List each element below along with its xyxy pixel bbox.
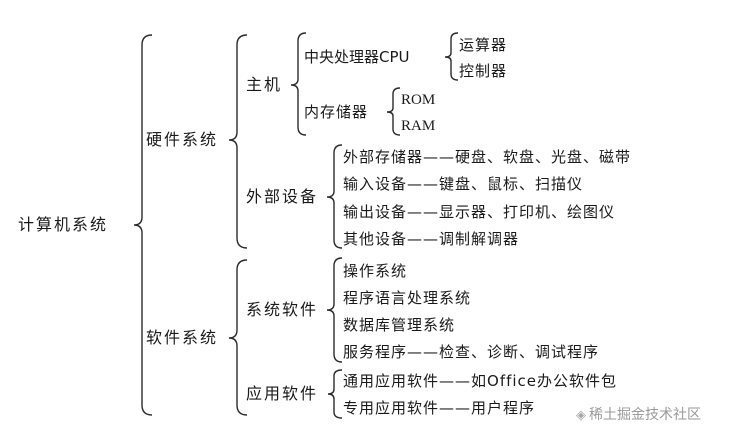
application-software-label: 应用软件 (246, 384, 319, 403)
peripheral-item-dash: —— (407, 230, 440, 248)
cpu-child-control: 控制器 (459, 62, 508, 80)
system-software-item: 程序语言处理系统 (343, 289, 472, 307)
peripheral-item: 其他设备——调制解调器 (343, 230, 519, 248)
root-label: 计算机系统 (18, 215, 109, 234)
system-software-item: 数据库管理系统 (343, 316, 456, 334)
system-software-item-dash: —— (407, 343, 440, 361)
juejin-logo-icon: ◈ (576, 408, 586, 423)
host-label: 主机 (246, 75, 283, 94)
cpu-label: 中央处理器CPU (304, 48, 410, 66)
brace-hardware (228, 34, 248, 249)
brace-root (133, 34, 153, 416)
memory-label: 内存储器 (304, 103, 369, 121)
application-software-item: 专用应用软件——用户程序 (343, 399, 535, 417)
peripheral-item-dash: —— (407, 203, 440, 221)
brace-software (228, 259, 248, 416)
peripheral-item-detail: 显示器、打印机、绘图仪 (439, 203, 616, 221)
application-software-item-dash: —— (439, 372, 472, 390)
brace-memory (386, 87, 401, 136)
brace-application-software (327, 369, 343, 419)
application-software-item-dash: —— (439, 399, 472, 417)
system-software-item: 服务程序——检查、诊断、调试程序 (343, 343, 599, 361)
peripheral-item-detail: 键盘、鼠标、扫描仪 (439, 175, 584, 193)
application-software-item-detail: 如Office办公软件包 (471, 372, 618, 390)
peripherals-label: 外部设备 (246, 187, 319, 206)
brace-system-software (326, 257, 343, 363)
software-label: 软件系统 (146, 328, 219, 347)
peripheral-item-label: 外部存储器 (343, 148, 424, 166)
peripheral-item-label: 输入设备 (343, 175, 408, 193)
memory-child-ram: RAM (401, 118, 436, 134)
brace-host (290, 32, 307, 136)
peripheral-item-dash: —— (407, 175, 440, 193)
system-software-label: 系统软件 (246, 300, 319, 319)
application-software-item-label: 专用应用软件 (343, 399, 440, 417)
watermark: ◈稀土掘金技术社区 (576, 404, 701, 424)
application-software-item-detail: 用户程序 (471, 399, 536, 417)
system-software-item: 操作系统 (343, 262, 408, 280)
application-software-item: 通用应用软件——如Office办公软件包 (343, 372, 617, 390)
system-software-item-detail: 检查、诊断、调试程序 (439, 343, 600, 361)
application-software-item-label: 通用应用软件 (343, 372, 440, 390)
brace-cpu (444, 32, 459, 81)
peripheral-item-label: 输出设备 (343, 203, 408, 221)
hardware-label: 硬件系统 (146, 130, 219, 149)
brace-peripherals (326, 144, 343, 249)
system-software-item-label: 服务程序 (343, 343, 408, 361)
cpu-child-alu: 运算器 (459, 36, 508, 54)
peripheral-item-dash: —— (423, 148, 456, 166)
peripheral-item: 外部存储器——硬盘、软盘、光盘、磁带 (343, 148, 631, 166)
peripheral-item: 输入设备——键盘、鼠标、扫描仪 (343, 175, 583, 193)
watermark-text: 稀土掘金技术社区 (589, 407, 701, 423)
peripheral-item-detail: 调制解调器 (439, 230, 520, 248)
peripheral-item-detail: 硬盘、软盘、光盘、磁带 (455, 148, 632, 166)
memory-child-rom: ROM (401, 92, 436, 108)
peripheral-item: 输出设备——显示器、打印机、绘图仪 (343, 203, 615, 221)
peripheral-item-label: 其他设备 (343, 230, 408, 248)
